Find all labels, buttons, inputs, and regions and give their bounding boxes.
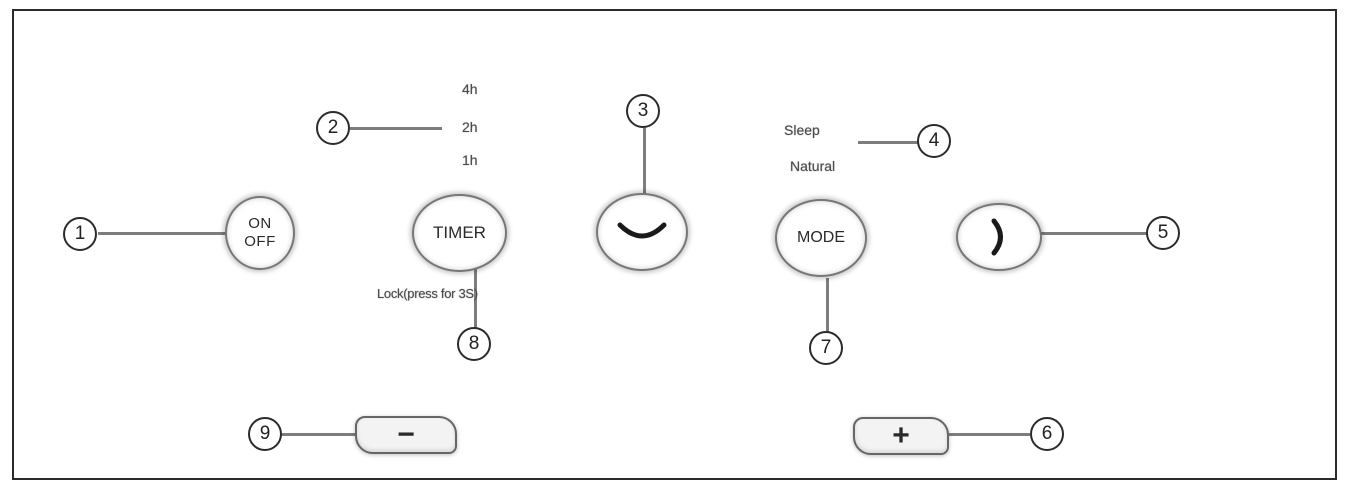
leader-8 — [474, 262, 477, 330]
leader-4 — [858, 141, 918, 144]
mode-button[interactable]: MODE — [775, 199, 867, 277]
leader-6 — [946, 433, 1030, 436]
plus-icon: + — [892, 419, 910, 452]
minus-icon: − — [397, 418, 415, 451]
speed-arc-icon — [991, 218, 1003, 256]
callout-3: 3 — [626, 94, 660, 128]
callout-5: 5 — [1146, 216, 1180, 250]
leader-7 — [826, 278, 829, 334]
minus-button[interactable]: − — [355, 416, 457, 454]
timer-button-label: TIMER — [433, 223, 486, 242]
leader-2 — [350, 127, 442, 130]
oscillate-button[interactable] — [596, 193, 688, 271]
mode-option-sleep: Sleep — [784, 122, 820, 138]
lock-label: Lock(press for 3S) — [377, 286, 478, 301]
power-button-off-label: OFF — [244, 233, 276, 250]
leader-5 — [1040, 232, 1148, 235]
callout-8: 8 — [457, 327, 491, 361]
callout-1: 1 — [63, 217, 97, 251]
power-button-on-label: ON — [248, 215, 272, 232]
power-button[interactable]: ON OFF — [225, 196, 295, 270]
speed-button[interactable] — [956, 203, 1042, 271]
timer-button[interactable]: TIMER — [412, 194, 507, 272]
swing-arc-icon — [617, 222, 667, 239]
mode-option-natural: Natural — [790, 158, 836, 174]
callout-4: 4 — [917, 124, 951, 158]
timer-option-4h: 4h — [462, 81, 478, 97]
leader-9 — [280, 433, 360, 436]
callout-7: 7 — [809, 331, 843, 365]
leader-1 — [98, 232, 230, 235]
timer-option-2h: 2h — [462, 119, 478, 135]
plus-button[interactable]: + — [853, 417, 949, 455]
leader-3 — [643, 128, 646, 198]
callout-6: 6 — [1030, 417, 1064, 451]
callout-2: 2 — [316, 111, 350, 145]
mode-button-label: MODE — [797, 229, 845, 246]
timer-option-1h: 1h — [462, 152, 478, 168]
callout-9: 9 — [248, 417, 282, 451]
